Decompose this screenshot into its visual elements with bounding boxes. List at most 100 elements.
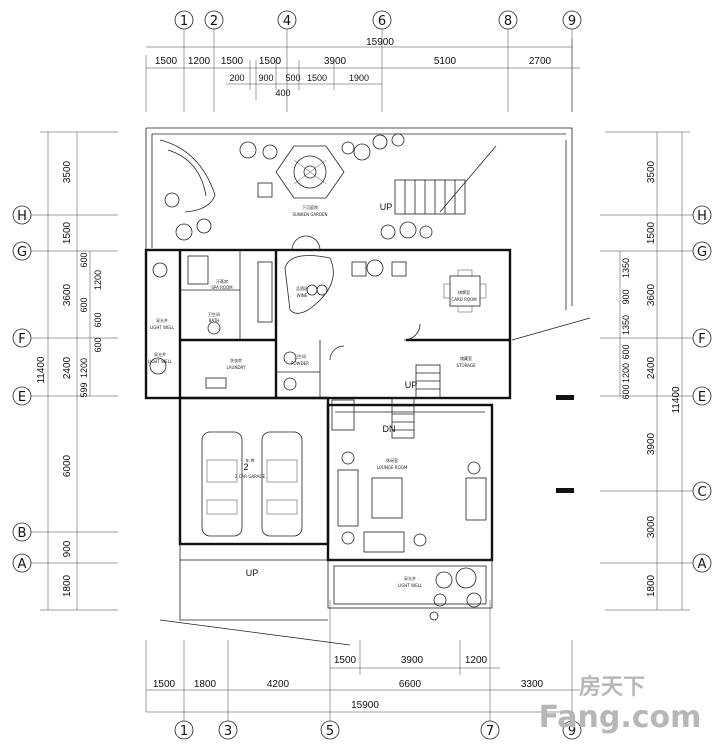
svg-text:E: E bbox=[698, 390, 706, 405]
svg-text:3900: 3900 bbox=[401, 655, 424, 666]
svg-text:2700: 2700 bbox=[529, 56, 552, 67]
stair-down-label: DN bbox=[383, 424, 396, 434]
right-dimensions: 11400 3500 1500 3600 2400 3900 3000 1800… bbox=[621, 160, 682, 597]
svg-text:H: H bbox=[697, 209, 707, 224]
right-axis-bubbles: H G F E C A bbox=[692, 205, 712, 573]
laundry-label: LAUNDRY bbox=[226, 365, 246, 370]
watermark-line1: 房天下 bbox=[579, 674, 645, 700]
bath-label: BATH bbox=[209, 318, 220, 323]
axis-bubble-left-F: F bbox=[12, 328, 32, 348]
wine-label-cn: 品酒区 bbox=[296, 285, 308, 291]
svg-text:200: 200 bbox=[229, 73, 244, 83]
axis-bubble-bottom-7: 7 bbox=[480, 720, 500, 740]
left-axis-leaders bbox=[31, 131, 118, 611]
plants bbox=[149, 133, 482, 621]
axis-bubble-top-6: 6 bbox=[372, 10, 392, 30]
svg-text:1500: 1500 bbox=[62, 221, 73, 244]
powder-label-cn: 卫生间 bbox=[294, 353, 306, 359]
svg-text:11400: 11400 bbox=[36, 356, 47, 384]
svg-text:3500: 3500 bbox=[62, 160, 73, 183]
svg-text:H: H bbox=[17, 209, 27, 224]
svg-text:15900: 15900 bbox=[351, 700, 379, 711]
bottom-dimensions: 1500 3900 1200 1500 1800 4200 6600 3300 … bbox=[153, 655, 544, 711]
stair-up-label-garden: UP bbox=[380, 202, 393, 212]
light-well-left2-label-cn: 采光井 bbox=[154, 351, 166, 357]
stair-up-label-yard: UP bbox=[246, 568, 259, 578]
svg-text:A: A bbox=[698, 557, 707, 572]
stairs bbox=[331, 179, 466, 439]
svg-text:3500: 3500 bbox=[646, 160, 657, 183]
svg-text:1350: 1350 bbox=[621, 258, 631, 278]
light-well-left-label-cn: 采光井 bbox=[156, 317, 168, 323]
svg-text:3600: 3600 bbox=[62, 283, 73, 306]
svg-text:9: 9 bbox=[568, 724, 576, 739]
lounge-label: LOUNGE ROOM bbox=[377, 465, 408, 470]
svg-text:1200: 1200 bbox=[188, 56, 211, 67]
fang-watermark: 房天下 Fang.com bbox=[539, 674, 702, 735]
light-well-bottom-label-cn: 采光井 bbox=[404, 575, 416, 581]
svg-text:2400: 2400 bbox=[62, 356, 73, 379]
svg-text:3000: 3000 bbox=[646, 515, 657, 538]
svg-text:600: 600 bbox=[621, 344, 631, 359]
svg-text:6: 6 bbox=[378, 14, 386, 29]
sunken-garden-label: SUNKEN GARDEN bbox=[292, 212, 327, 217]
svg-text:3: 3 bbox=[224, 724, 232, 739]
axis-bubble-left-E: E bbox=[12, 386, 32, 406]
light-well-left2-label: LIGHT WELL bbox=[148, 359, 173, 364]
svg-text:1500: 1500 bbox=[259, 56, 282, 67]
svg-text:600: 600 bbox=[93, 312, 103, 327]
bar-counter-icon bbox=[284, 255, 407, 314]
svg-text:1800: 1800 bbox=[194, 679, 217, 690]
bottom-axis-bubbles: 1 3 5 7 9 bbox=[174, 720, 582, 740]
bath-fixtures-icon bbox=[187, 255, 297, 391]
svg-text:1350: 1350 bbox=[621, 315, 631, 335]
garden-gazebo-icon bbox=[275, 145, 345, 199]
svg-text:600: 600 bbox=[79, 252, 89, 267]
garage-car-left-icon bbox=[201, 431, 243, 537]
svg-text:G: G bbox=[697, 245, 707, 260]
svg-text:5: 5 bbox=[326, 724, 334, 739]
axis-bubble-right-C: C bbox=[692, 481, 712, 501]
lounge-sofa-icon bbox=[337, 451, 487, 553]
card-table-icon bbox=[443, 269, 487, 313]
powder-label: POWDER bbox=[291, 361, 309, 366]
watermark-line2: Fang.com bbox=[539, 700, 702, 735]
sunken-garden-label-cn: 下沉庭院 bbox=[302, 204, 318, 210]
svg-text:6000: 6000 bbox=[62, 454, 73, 477]
card-room-label-cn: 棋牌室 bbox=[458, 289, 470, 295]
svg-text:8: 8 bbox=[504, 14, 512, 29]
svg-text:F: F bbox=[698, 332, 705, 347]
light-well-bottom-label: LIGHT WELL bbox=[398, 583, 423, 588]
spa-room-label: SPA ROOM bbox=[211, 285, 233, 290]
svg-text:E: E bbox=[18, 390, 26, 405]
stair-up-label-inner: UP bbox=[405, 380, 418, 390]
axis-bubble-top-1: 1 bbox=[174, 10, 194, 30]
svg-text:600: 600 bbox=[93, 337, 103, 352]
axis-bubble-top-8: 8 bbox=[498, 10, 518, 30]
svg-text:900: 900 bbox=[258, 73, 273, 83]
svg-text:3900: 3900 bbox=[324, 56, 347, 67]
svg-text:1900: 1900 bbox=[349, 73, 369, 83]
spa-room-label-cn: 汗蒸房 bbox=[216, 278, 228, 284]
svg-text:C: C bbox=[697, 485, 706, 500]
svg-text:1200: 1200 bbox=[79, 358, 89, 378]
light-well-left-label: LIGHT WELL bbox=[150, 325, 175, 330]
svg-text:B: B bbox=[18, 526, 27, 541]
svg-text:7: 7 bbox=[486, 724, 494, 739]
svg-text:4200: 4200 bbox=[267, 679, 290, 690]
svg-text:4: 4 bbox=[283, 14, 291, 29]
garage-label-cn: 车 库 bbox=[245, 457, 254, 463]
svg-text:600: 600 bbox=[79, 297, 89, 312]
wine-label: WINE bbox=[297, 293, 308, 298]
axis-bubble-left-H: H bbox=[12, 205, 32, 225]
storage-label-cn: 储藏室 bbox=[460, 355, 472, 361]
garage-count: 2 bbox=[243, 462, 248, 472]
building-walls bbox=[144, 127, 591, 646]
axis-bubble-left-B: B bbox=[12, 522, 32, 542]
svg-text:1500: 1500 bbox=[307, 73, 327, 83]
svg-text:5100: 5100 bbox=[434, 56, 457, 67]
svg-text:3300: 3300 bbox=[521, 679, 544, 690]
axis-bubble-left-G: G bbox=[12, 241, 32, 261]
svg-text:1200: 1200 bbox=[465, 655, 488, 666]
svg-text:599: 599 bbox=[79, 382, 89, 397]
